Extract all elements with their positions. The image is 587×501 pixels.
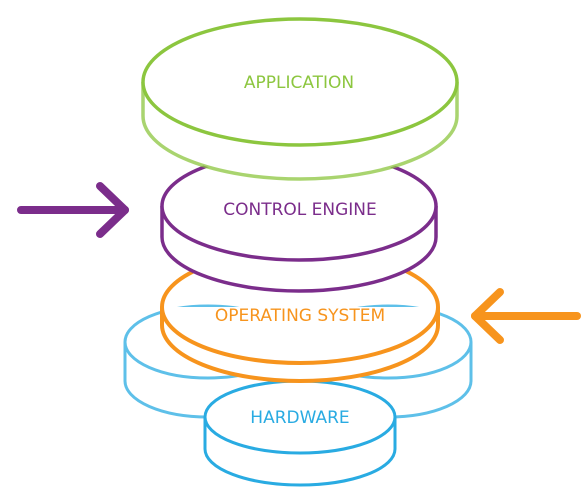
left-arrow-icon [17, 182, 129, 238]
application-layer [141, 17, 459, 181]
operating-system-label: OPERATING SYSTEM [215, 306, 385, 326]
hardware-layer [123, 304, 473, 487]
hardware-front-disk [203, 379, 397, 487]
hardware-label: HARDWARE [250, 408, 349, 428]
application-label: APPLICATION [244, 73, 354, 93]
right-arrow-icon [471, 288, 581, 344]
control-engine-label: CONTROL ENGINE [223, 200, 377, 220]
control-engine-layer [160, 150, 438, 293]
